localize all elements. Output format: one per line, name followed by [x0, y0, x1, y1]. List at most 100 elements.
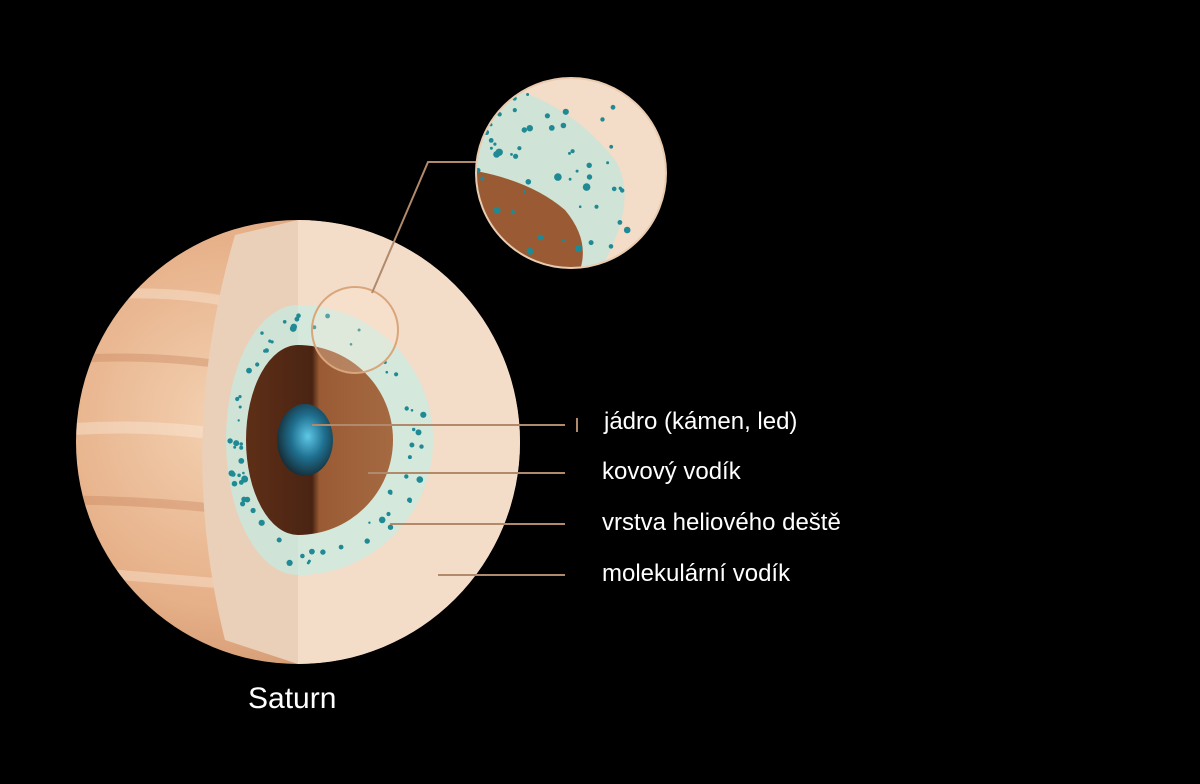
droplet — [386, 511, 391, 517]
zoom-droplet — [578, 205, 582, 208]
droplet — [233, 440, 240, 447]
zoom-inset-border — [475, 77, 667, 269]
zoom-droplet — [526, 247, 534, 255]
droplet — [238, 395, 242, 399]
zoom-droplet — [548, 125, 555, 131]
droplet — [227, 438, 233, 444]
zoom-droplet — [611, 186, 617, 192]
droplet — [420, 411, 427, 418]
zoom-droplet — [608, 244, 614, 249]
droplet — [306, 561, 310, 565]
droplet — [276, 537, 282, 543]
droplet — [258, 519, 265, 526]
droplet — [294, 316, 300, 322]
droplet — [309, 548, 315, 555]
zoom-droplet — [544, 113, 551, 119]
droplet — [417, 431, 421, 435]
droplet — [233, 445, 237, 449]
zoom-droplet — [493, 206, 501, 214]
zoom-droplet — [523, 190, 526, 194]
zoom-droplet — [594, 204, 599, 209]
zoom-droplet — [526, 125, 533, 132]
zoom-droplet — [610, 104, 616, 110]
droplet — [349, 343, 353, 346]
zoom-droplet — [512, 108, 517, 113]
zoom-droplet — [493, 142, 497, 146]
label-molecular-hydrogen: molekulární vodík — [602, 560, 791, 587]
zoom-droplet — [618, 186, 622, 190]
zoom-droplet — [495, 148, 503, 156]
droplet — [368, 521, 371, 524]
zoom-droplet — [480, 176, 485, 181]
droplet — [296, 313, 301, 319]
droplet — [263, 349, 267, 353]
zoom-droplet — [554, 173, 562, 181]
zoom-droplet — [568, 151, 571, 155]
droplet — [385, 370, 389, 374]
zoom-droplet — [521, 127, 527, 133]
core — [277, 404, 333, 476]
droplet — [412, 427, 416, 432]
droplet — [239, 445, 244, 450]
droplet — [407, 455, 412, 460]
droplet — [238, 458, 245, 464]
droplet — [290, 323, 297, 330]
droplet — [357, 328, 361, 332]
droplet — [300, 553, 305, 559]
droplet — [282, 320, 287, 324]
zoom-droplet — [586, 174, 593, 180]
droplet — [404, 406, 409, 411]
droplet — [240, 501, 246, 507]
droplet — [228, 470, 235, 477]
droplet — [325, 313, 330, 319]
zoom-leader-line — [371, 161, 476, 294]
droplet — [378, 516, 386, 524]
zoom-droplet — [617, 220, 623, 225]
droplet — [404, 474, 409, 479]
zoom-droplet — [497, 112, 502, 117]
droplet — [246, 367, 252, 374]
zoom-droplet — [489, 146, 493, 150]
droplet — [260, 331, 264, 335]
zoom-droplet — [568, 177, 572, 181]
zoom-droplet — [499, 87, 507, 94]
droplet — [270, 340, 274, 344]
zoom-droplet — [575, 169, 579, 173]
droplet — [394, 372, 399, 377]
zoom-droplet — [606, 161, 610, 165]
droplet — [320, 549, 326, 555]
zoom-droplet — [586, 162, 592, 168]
droplet — [312, 325, 317, 330]
zoom-droplet — [513, 153, 519, 159]
droplet — [408, 499, 412, 503]
droplet — [419, 444, 424, 449]
zoom-droplet — [623, 226, 631, 234]
helium-droplets — [227, 313, 427, 567]
droplet — [389, 491, 393, 495]
zoom-droplet — [600, 117, 605, 122]
droplet — [235, 396, 240, 402]
droplet — [338, 544, 344, 550]
zoom-droplet — [562, 239, 565, 243]
droplet — [416, 476, 424, 483]
droplet — [286, 559, 293, 567]
droplet — [387, 524, 394, 530]
zoom-droplet — [575, 244, 583, 253]
zoom-droplet — [488, 138, 494, 143]
zoom-droplet — [517, 146, 522, 151]
label-core: jádro (kámen, led) — [604, 408, 798, 435]
zoom-droplet — [537, 234, 544, 241]
zoom-droplet — [526, 93, 530, 96]
droplet — [410, 409, 414, 412]
zoom-droplet — [570, 149, 575, 154]
droplet — [239, 442, 243, 446]
droplet — [241, 476, 249, 483]
zoom-droplet — [588, 240, 594, 246]
label-metallic-hydrogen: kovový vodík — [602, 458, 741, 485]
planet-caption: Saturn — [248, 682, 337, 715]
droplet — [242, 471, 245, 475]
droplet — [238, 405, 242, 409]
droplet — [241, 496, 247, 502]
droplet — [237, 419, 240, 422]
